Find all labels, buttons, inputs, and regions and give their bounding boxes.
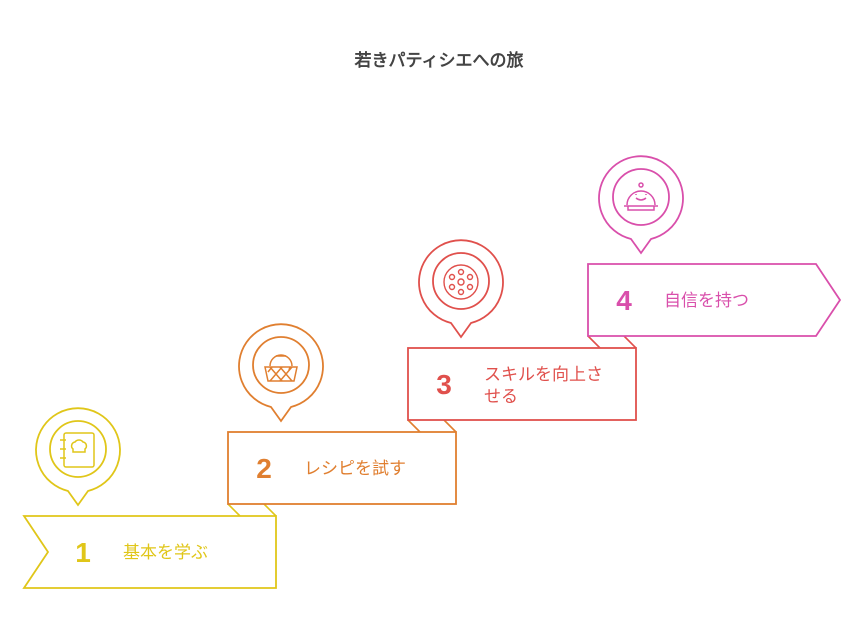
- connectors: [227, 335, 637, 517]
- step-3-label-line1: スキルを向上さ: [484, 365, 603, 385]
- step-1-pin: [35, 407, 121, 507]
- step-1-label: 基本を学ぶ: [123, 543, 208, 563]
- step-1: [22, 407, 277, 589]
- step-3-label-line2: せる: [484, 387, 518, 407]
- step-2-pin-inner: [252, 336, 310, 394]
- step-4-number: 4: [616, 285, 632, 316]
- step-4-ribbon: [587, 263, 842, 337]
- recipe-book-icon: [60, 432, 95, 468]
- cloche-icon: [624, 182, 658, 211]
- step-1-number: 1: [75, 537, 91, 568]
- step-4-label: 自信を持つ: [664, 291, 749, 311]
- step-1-pin-inner: [49, 420, 107, 478]
- step-1-ribbon: [22, 515, 277, 589]
- step-3-box: [407, 347, 637, 421]
- step-2-number: 2: [256, 453, 272, 484]
- step-4-pin-inner: [612, 168, 670, 226]
- step-3-pin: [418, 239, 504, 339]
- tart-icon: [443, 264, 479, 300]
- step-2-label: レシピを試す: [304, 459, 406, 479]
- diagram-title: 若きパティシエへの旅: [354, 50, 524, 71]
- step-4: [587, 155, 842, 337]
- step-4-pin: [598, 155, 684, 255]
- step-2-pin: [238, 323, 324, 423]
- step-3-pin-inner: [432, 252, 490, 310]
- step-3-number: 3: [436, 369, 452, 400]
- step-2: [227, 323, 457, 505]
- basket-icon: [264, 354, 298, 382]
- step-2-box: [227, 431, 457, 505]
- step-3: [407, 239, 637, 421]
